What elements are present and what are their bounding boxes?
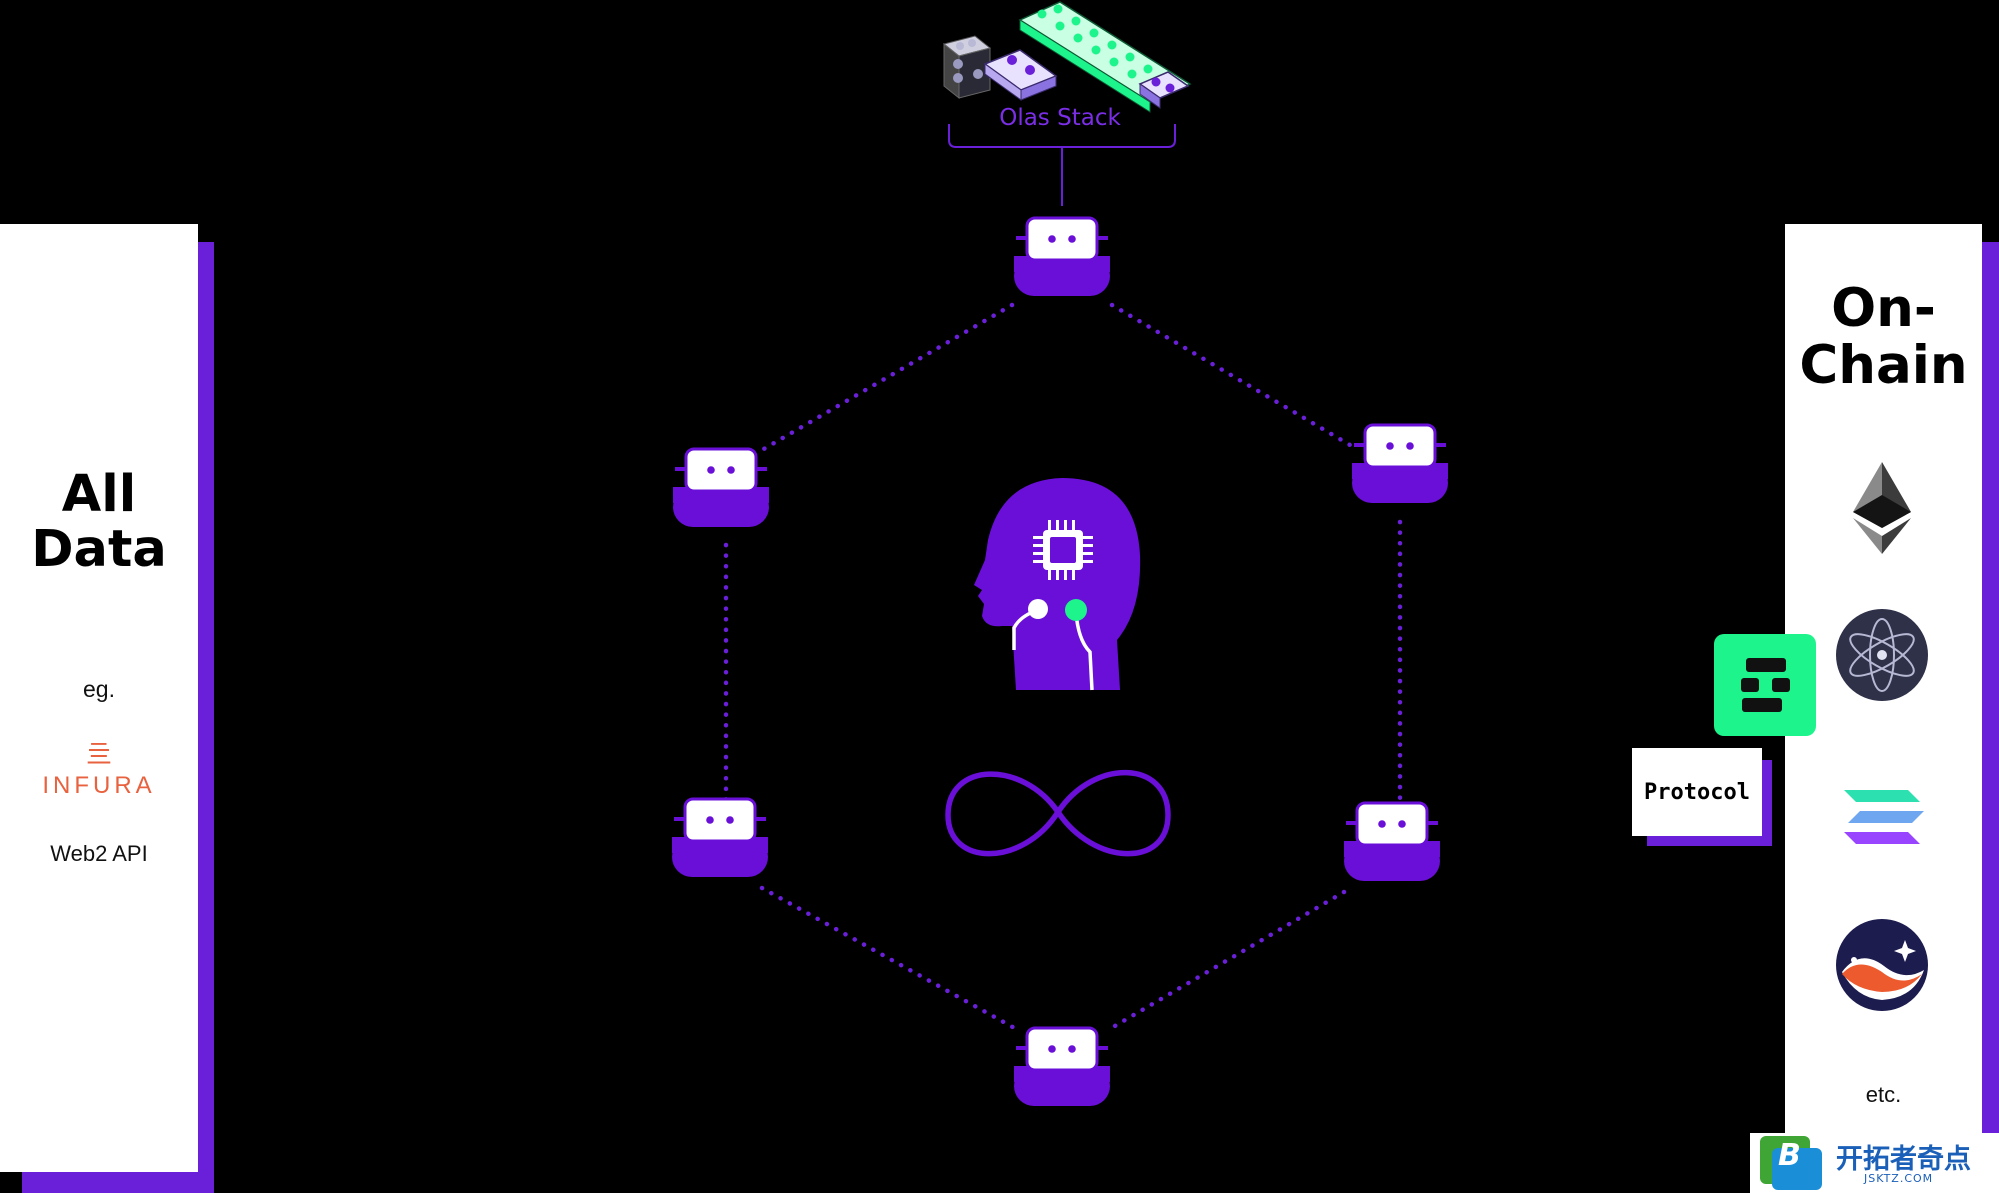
infinity-icon [945, 769, 1171, 857]
all-data-title: All Data [0, 467, 198, 577]
on-chain-title-line1: On- [1831, 278, 1936, 339]
agent-robot-top [1012, 216, 1112, 298]
infura-glyph: 亖 [85, 739, 112, 769]
web2-api-label: Web2 API [50, 841, 148, 866]
agent-network-links [723, 302, 1403, 1033]
on-chain-title-line2: Chain [1799, 335, 1968, 397]
watermark-logo-icon [1750, 1133, 1999, 1193]
left-panel: All Data eg. 亖 INFURA Web2 API [0, 224, 198, 1172]
ai-head-icon [974, 478, 1141, 691]
olas-protocol-logo-icon [1714, 634, 1816, 736]
etc-label: etc. [1865, 1082, 1902, 1107]
link-lower-left-bottom [759, 885, 1021, 1033]
agent-robot-lower-left [670, 797, 770, 879]
watermark-badge-letter: B [1778, 1138, 1801, 1173]
ethereum-icon [1853, 462, 1911, 554]
protocol-card: Protocol [1632, 748, 1762, 836]
agent-robot-upper-left [671, 447, 771, 529]
link-top-upper-right [1109, 302, 1353, 448]
starknet-icon [1836, 919, 1928, 1011]
all-data-title-line2: Data [31, 520, 167, 580]
cosmos-icon [1836, 609, 1928, 701]
watermark-sub: JSKTZ.COM [1864, 1172, 1934, 1185]
olas-stack-bracket [948, 124, 1176, 206]
eg-label: eg. [83, 676, 115, 702]
solana-icon [1844, 790, 1924, 844]
olas-stack-bricks-icon [942, 1, 1192, 113]
link-top-upper-left [759, 302, 1015, 453]
agent-robot-lower-right [1342, 801, 1442, 883]
link-lower-right-bottom [1105, 889, 1347, 1033]
right-panel-shadow [1982, 242, 1999, 1193]
on-chain-title: On- Chain [1785, 278, 1982, 397]
watermark-name: 开拓者奇点 [1836, 1144, 1971, 1175]
all-data-title-line1: All [61, 465, 137, 524]
agent-robot-bottom [1012, 1026, 1112, 1108]
agent-robot-upper-right [1350, 423, 1450, 505]
olas-stack-label: Olas Stack [999, 105, 1121, 131]
right-panel: On- Chain etc. [1785, 224, 1982, 1193]
infura-logo-text: INFURA [42, 772, 156, 799]
